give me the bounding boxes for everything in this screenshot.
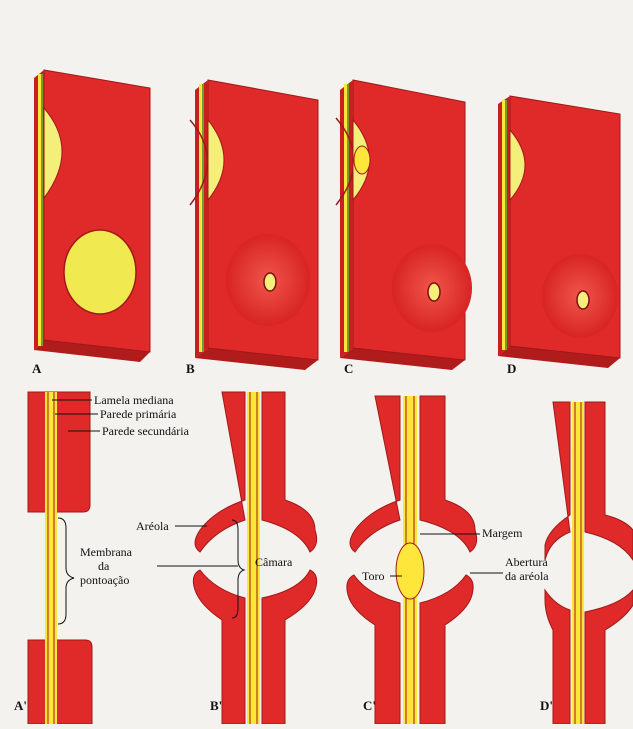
label-toro: Toro <box>362 569 385 583</box>
block-a-pit-face <box>64 230 136 314</box>
label-parede-primaria: Parede primária <box>100 407 177 421</box>
block-a-lamella-strip <box>38 74 41 346</box>
panel-label-d-prime: D' <box>540 698 553 713</box>
section-d-prime-upper-left-border <box>545 402 570 560</box>
section-c-prime-torus <box>396 543 424 599</box>
section-d-prime-lamella <box>572 402 584 724</box>
block-b-lamella-strip <box>199 84 202 352</box>
block-a <box>34 70 150 362</box>
panel-label-a: A <box>32 361 42 376</box>
label-areola: Aréola <box>136 519 169 533</box>
section-c-prime-lower-right-border <box>420 575 473 724</box>
section-c-prime-upper-right-border <box>420 396 477 552</box>
panel-label-b: B <box>186 361 195 376</box>
section-a-prime-lamella <box>45 392 57 724</box>
label-membrana-line1: Membrana <box>80 545 133 559</box>
label-margem: Margem <box>482 526 523 540</box>
section-d-prime <box>545 402 633 724</box>
label-abertura-line1: Abertura <box>505 555 548 569</box>
section-a-prime-upper-wall <box>28 392 90 512</box>
panel-label-d: D <box>507 361 516 376</box>
block-d <box>498 96 620 368</box>
block-a-primary-strip <box>41 74 43 346</box>
panel-label-c-prime: C' <box>363 698 376 713</box>
block-d-lamella-strip <box>502 100 505 350</box>
label-membrana-line2: da <box>98 559 110 573</box>
block-d-primary-strip <box>505 100 507 350</box>
block-b-aperture <box>264 273 276 291</box>
label-abertura-line2: da aréola <box>505 569 549 583</box>
block-c-primary-strip <box>347 84 349 352</box>
label-camara: Câmara <box>255 555 293 569</box>
section-b-prime-lower-right-border <box>262 570 317 724</box>
label-lamela-mediana: Lamela mediana <box>94 393 174 407</box>
panel-label-c: C <box>344 361 353 376</box>
section-d-prime-lower-right-border <box>585 590 633 724</box>
block-c-aperture <box>428 283 440 301</box>
block-c-lamella-strip <box>344 84 347 352</box>
brace-membrana <box>58 518 74 624</box>
label-parede-secundaria: Parede secundária <box>102 424 190 438</box>
section-b-prime-upper-right-border <box>262 392 317 552</box>
block-b-primary-strip <box>202 84 204 352</box>
section-a-prime-lower-wall <box>28 640 92 724</box>
block-c-torus <box>354 146 370 174</box>
section-c-prime <box>347 396 477 724</box>
panel-label-a-prime: A' <box>14 698 27 713</box>
panel-label-b-prime: B' <box>210 698 222 713</box>
section-d-prime-upper-right-border <box>585 402 633 560</box>
label-membrana-line3: pontoação <box>80 573 129 587</box>
block-d-aperture <box>577 291 589 309</box>
section-c-prime-upper-left-border <box>350 396 400 552</box>
block-b <box>190 80 318 370</box>
block-c <box>336 80 472 370</box>
